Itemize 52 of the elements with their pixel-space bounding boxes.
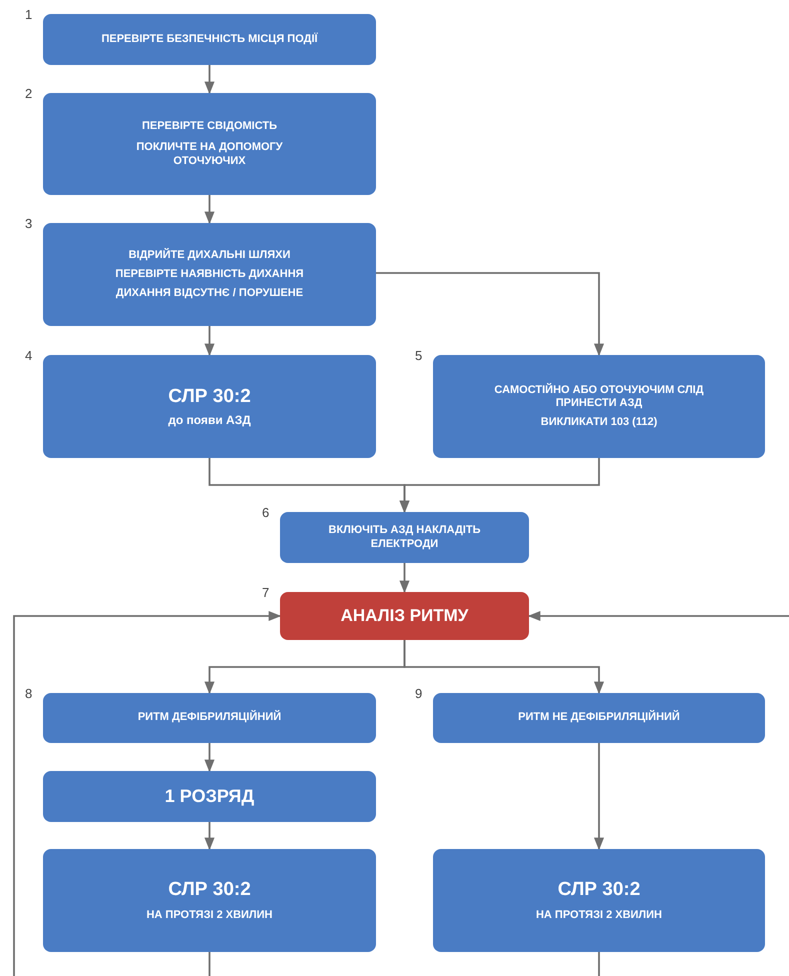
process-box — [433, 355, 765, 458]
highlight-box — [280, 592, 529, 640]
connector-arrow — [204, 195, 215, 224]
box-text: ПЕРЕВІРТЕ НАЯВНІСТЬ ДИХАННЯ — [115, 268, 304, 282]
connector-arrow — [399, 458, 600, 514]
box-text: до появи АЗД — [168, 412, 251, 428]
process-box — [433, 693, 765, 743]
step-number: 5 — [415, 349, 422, 362]
process-box — [433, 849, 765, 952]
step-number: 8 — [25, 687, 32, 700]
box-text: РИТМ ДЕФІБРИЛЯЦІЙНИЙ — [138, 711, 282, 725]
box-text: ВИКЛИКАТИ 103 (112) — [540, 416, 658, 430]
connector-arrow — [376, 272, 604, 356]
box-text: ДИХАННЯ ВІДСУТНЄ / ПОРУШЕНЕ — [116, 287, 304, 300]
connector-arrow — [594, 743, 604, 850]
process-box — [43, 93, 376, 195]
connector-arrow — [399, 563, 410, 594]
box-text: СЛР 30:2 — [168, 386, 251, 409]
step-number: 1 — [25, 8, 32, 21]
box-text: РИТМ НЕ ДЕФІБРИЛЯЦІЙНИЙ — [518, 711, 680, 725]
connector-arrow — [404, 640, 604, 694]
process-box — [280, 512, 529, 563]
process-box — [43, 693, 376, 743]
box-text: ВКЛЮЧІТЬ АЗД НАКЛАДІТЬ ЕЛЕКТРОДИ — [328, 524, 482, 551]
step-number: 2 — [25, 87, 32, 100]
process-box — [43, 849, 376, 952]
step-number: 3 — [25, 217, 32, 230]
box-text: ПЕРЕВІРТЕ БЕЗПЕЧНІСТЬ МІСЦЯ ПОДІЇ — [101, 32, 318, 46]
connector-arrow — [13, 610, 282, 976]
box-text: 1 РОЗРЯД — [164, 786, 254, 808]
process-box — [43, 223, 376, 326]
connector-arrow — [204, 326, 215, 356]
box-text: СЛР 30:2 — [558, 878, 640, 902]
process-box — [43, 14, 376, 65]
box-text: СЛР 30:2 — [168, 878, 251, 902]
connector-arrow — [528, 610, 789, 622]
step-number: 4 — [25, 349, 32, 362]
box-text: НА ПРОТЯЗІ 2 ХВИЛИН — [536, 909, 662, 922]
box-text: ПЕРЕВІРТЕ СВІДОМІСТЬ — [142, 120, 278, 134]
connector-arrow — [204, 65, 215, 94]
process-box — [43, 771, 376, 822]
box-text: АНАЛІЗ РИТМУ — [340, 606, 468, 626]
connector-arrow — [204, 743, 215, 772]
step-number: 6 — [262, 506, 270, 519]
step-number: 9 — [415, 687, 422, 700]
step-number: 7 — [262, 586, 270, 599]
connector-arrow — [204, 822, 215, 850]
box-text: ПОКЛИЧТЕ НА ДОПОМОГУ ОТОЧУЮЧИХ — [135, 141, 284, 168]
box-text: САМОСТІЙНО АБО ОТОЧУЮЧИМ СЛІД ПРИНЕСТИ АЗД — [493, 384, 705, 410]
box-text: ВІДРИЙТЕ ДИХАЛЬНІ ШЛЯХИ — [128, 248, 290, 262]
process-box — [43, 355, 376, 458]
box-text: НА ПРОТЯЗІ 2 ХВИЛИН — [146, 909, 272, 922]
